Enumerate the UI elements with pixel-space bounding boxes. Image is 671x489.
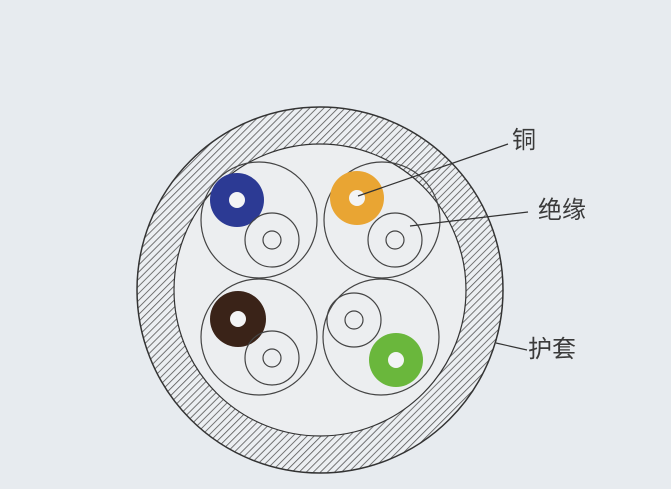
white-core [367, 212, 423, 268]
white-core [326, 292, 382, 348]
copper-leader-line [357, 143, 509, 197]
white-core [244, 330, 300, 386]
jacket-ring [136, 106, 504, 474]
copper-label: 铜 [512, 126, 536, 154]
insulation-label: 绝缘 [538, 196, 586, 224]
jacket-label: 护套 [528, 335, 576, 363]
white-core [244, 212, 300, 268]
pair-bottom-left [200, 278, 318, 396]
pair-bottom-right [322, 278, 440, 396]
insulation-leader-line [409, 211, 529, 227]
pair-top-left [200, 161, 318, 279]
pair-top-right [323, 161, 441, 279]
jacket-leader-line [495, 342, 528, 351]
